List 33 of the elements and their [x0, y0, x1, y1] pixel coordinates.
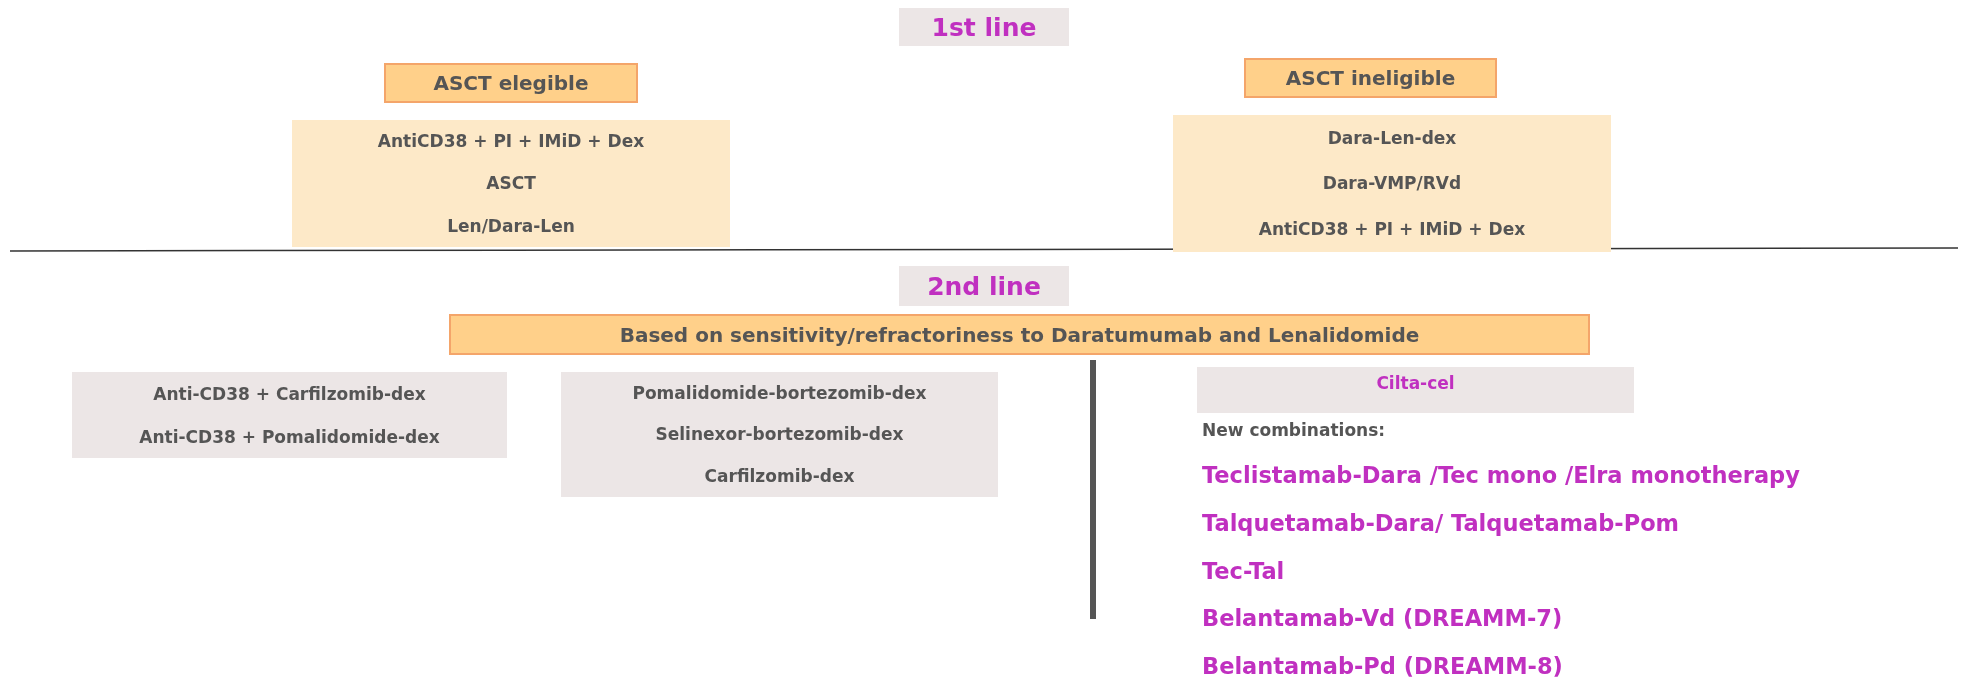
- regimen-text: Anti-CD38 + Carfilzomib-dex: [153, 383, 426, 404]
- regimen-text: Talquetamab-Dara/ Talquetamab-Pom: [1202, 510, 1680, 536]
- category-label: ASCT elegible: [433, 71, 589, 95]
- regimen-text: Pomalidomide-bortezomib-dex: [632, 382, 927, 403]
- regimen-text: Dara-Len-dex: [1327, 127, 1457, 148]
- regimen-text: Belantamab-Vd (DREAMM-7): [1202, 605, 1563, 631]
- regimen-text: Teclistamab-Dara /Tec mono /Elra monotherapy: [1202, 462, 1800, 488]
- regimen-box: [72, 372, 507, 458]
- category-label: ASCT ineligible: [1285, 66, 1456, 90]
- regimen-text: Len/Dara-Len: [447, 215, 575, 236]
- regimen-text: Anti-CD38 + Pomalidomide-dex: [139, 426, 440, 447]
- regimen-text: AntiCD38 + PI + IMiD + Dex: [1258, 219, 1526, 240]
- section-heading-box: [899, 8, 1069, 46]
- section-heading-box: [899, 266, 1069, 306]
- regimen-text: Dara-VMP/RVd: [1322, 173, 1462, 194]
- section-heading: 1st line: [931, 12, 1037, 42]
- regimen-box: [1173, 115, 1611, 252]
- regimen-text: AntiCD38 + PI + IMiD + Dex: [377, 131, 645, 152]
- regimen-text: Selinexor-bortezomib-dex: [655, 424, 904, 445]
- category-box: [449, 314, 1590, 355]
- section-label: New combinations:: [1202, 420, 1386, 440]
- regimen-box: [561, 372, 998, 497]
- regimen-text: Tec-Tal: [1202, 558, 1285, 584]
- regimen-box: [292, 120, 730, 247]
- category-box: [384, 63, 638, 103]
- regimen-text: Carfilzomib-dex: [704, 466, 855, 487]
- regimen-text: Belantamab-Pd (DREAMM-8): [1202, 653, 1563, 679]
- therapy-box: [1197, 367, 1634, 413]
- category-box: [1244, 58, 1497, 98]
- section-heading: 2nd line: [927, 271, 1041, 301]
- regimen-text: Cilta-cel: [1376, 373, 1455, 393]
- regimen-text: ASCT: [486, 173, 536, 194]
- category-label: Based on sensitivity/refractoriness to Daratumumab and Lenalidomide: [619, 322, 1420, 347]
